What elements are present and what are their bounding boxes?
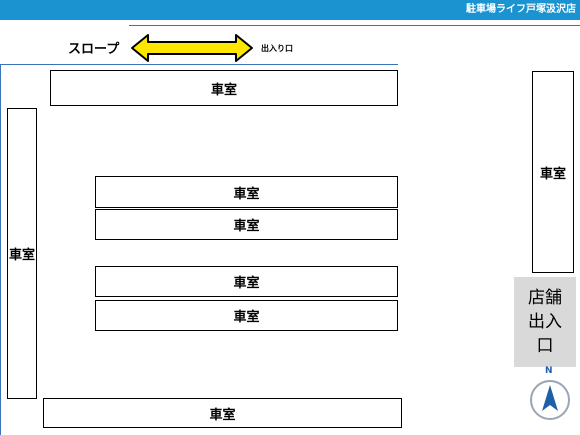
parking-room-label: 車室	[8, 248, 35, 263]
compass-north-label: N	[545, 366, 553, 376]
parking-room-label: 車室	[233, 219, 260, 234]
parking-room-top: 車室	[50, 70, 398, 106]
slope-label: スロープ	[68, 42, 120, 57]
parking-room-label: 車室	[233, 186, 260, 202]
parking-room-left: 車室	[7, 108, 37, 399]
parking-room-middle-2: 車室	[95, 209, 398, 240]
header-bar: 駐車場ライフ戸塚汲沢店	[0, 0, 580, 20]
parking-room-middle-1: 車室	[95, 176, 398, 208]
parking-room-label: 車室	[210, 82, 237, 98]
parking-room-bottom: 車室	[43, 398, 402, 428]
parking-room-label: 車室	[539, 166, 566, 182]
north-compass-icon	[530, 380, 570, 420]
parking-room-label: 車室	[233, 310, 260, 325]
outline-top-right	[129, 25, 580, 26]
parking-room-middle-4: 車室	[95, 300, 398, 331]
parking-room-right: 車室	[532, 71, 574, 273]
parking-room-middle-3: 車室	[95, 266, 398, 297]
outline-left	[0, 64, 1, 435]
exit-label: 出入り口	[261, 44, 293, 53]
parking-lot-title: 駐車場ライフ戸塚汲沢店	[466, 4, 576, 15]
store-entrance-label: 店舗出入口	[528, 288, 562, 356]
slope-double-arrow-icon	[131, 34, 253, 62]
outline-mid	[0, 64, 398, 65]
store-entrance: 店舗出入口	[514, 277, 576, 367]
parking-room-label: 車室	[233, 276, 260, 291]
parking-room-label: 車室	[209, 407, 236, 423]
